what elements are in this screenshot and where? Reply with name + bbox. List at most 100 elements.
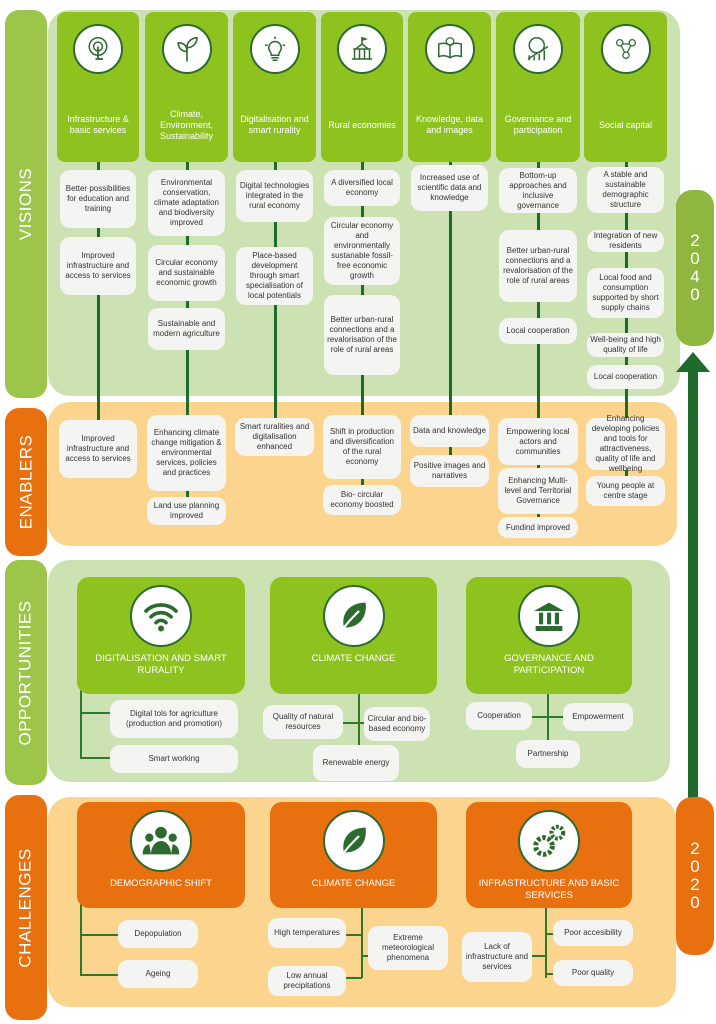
year-2040-pill: 2040	[676, 190, 714, 346]
opportunities-card[interactable]: GOVERNANCE AND PARTICIPATION	[466, 577, 632, 694]
challenges-connector	[80, 934, 118, 936]
theme-icon-circle	[337, 24, 387, 74]
people-group-icon	[142, 826, 180, 855]
theme-label: Climate, Environment, Sustainability	[159, 108, 214, 141]
enabler-item: Enhancing developing policies and tools …	[586, 414, 665, 473]
challenges-icon-circle	[322, 810, 385, 872]
town-hall-icon	[352, 36, 372, 60]
enabler-item: Bio- circular economy boosted	[323, 485, 401, 515]
challenges-card[interactable]: INFRASTRUCTURE AND BASIC SERVICES	[466, 802, 632, 908]
wifi-icon	[144, 603, 178, 632]
enabler-item: Empowering local actors and communities	[498, 418, 578, 465]
year-2040: 2040	[690, 231, 700, 304]
challenges-item: Lack of infrastructure and services	[462, 932, 532, 982]
opportunities-item: Renewable energy	[313, 745, 399, 781]
vision-item: Well-being and high quality of life	[587, 333, 664, 357]
challenges-card[interactable]: DEMOGRAPHIC SHIFT	[77, 802, 245, 908]
opportunities-connector	[80, 757, 110, 759]
opportunities-item: Empowerment	[563, 703, 633, 731]
arrow-up-icon	[676, 352, 710, 372]
challenges-item: Low annual precipitations	[268, 966, 346, 996]
year-2020: 2020	[690, 839, 700, 912]
open-book-icon	[437, 37, 462, 59]
opportunities-icon-circle	[322, 585, 385, 647]
enabler-item: Data and knowledge	[410, 415, 489, 447]
opportunities-connector	[358, 692, 360, 747]
challenges-title: INFRASTRUCTURE AND BASIC SERVICES	[478, 878, 620, 901]
section-label-enablers: ENABLERS	[5, 408, 47, 556]
opportunities-connector	[80, 690, 82, 758]
theme-header[interactable]: Climate, Environment, Sustainability	[145, 12, 228, 162]
theme-label: Governance and participation	[504, 114, 572, 135]
opportunities-connector	[343, 722, 365, 724]
vision-item: A stable and sustainable demographic str…	[587, 167, 664, 213]
enabler-item: Land use planning improved	[147, 497, 226, 525]
opportunities-item: Smart working	[110, 745, 238, 773]
challenges-connector	[80, 974, 118, 976]
vision-item: Better urban-rural connections and a rev…	[324, 295, 400, 375]
theme-header[interactable]: Knowledge, data and images	[408, 12, 491, 162]
challenges-item: Extreme meteorological phenomena	[368, 926, 448, 970]
section-label-text: ENABLERS	[16, 434, 36, 530]
challenges-icon-circle	[518, 810, 580, 872]
theme-icon-circle	[161, 24, 212, 74]
challenges-item: High temperatures	[268, 918, 346, 948]
vision-item: Local food and consumption supported by …	[587, 268, 664, 318]
challenges-connector	[361, 908, 363, 978]
theme-header[interactable]: Rural economies	[321, 12, 403, 162]
theme-label: Rural economies	[328, 119, 396, 130]
theme-label: Infrastructure & basic services	[67, 114, 129, 135]
theme-header[interactable]: Social capital	[584, 12, 667, 162]
section-label-text: VISIONS	[16, 167, 35, 241]
opportunities-card[interactable]: CLIMATE CHANGE	[270, 577, 437, 694]
globe-chart-icon	[527, 37, 549, 61]
lightbulb-icon	[264, 36, 285, 61]
theme-header[interactable]: Infrastructure & basic services	[57, 12, 139, 162]
opportunities-title: DIGITALISATION AND SMART RURALITY	[95, 653, 227, 676]
challenges-connector	[532, 955, 546, 957]
vision-item: Place-based development through smart sp…	[236, 247, 313, 305]
enabler-item: Enhancing Multi-level and Territorial Go…	[498, 468, 578, 514]
challenges-connector	[362, 955, 370, 957]
section-label-challenges: CHALLENGES	[5, 795, 47, 1020]
opportunities-icon-circle	[518, 585, 580, 647]
enabler-item: Fundind improved	[498, 517, 578, 538]
vision-item: Local cooperation	[587, 365, 664, 389]
vision-item: Better possibilities for education and t…	[60, 170, 136, 228]
enabler-item: Shift in production and diversification …	[323, 415, 401, 479]
vision-item: Sustainable and modern agriculture	[148, 308, 225, 350]
theme-icon-circle	[73, 24, 123, 74]
plant-icon	[176, 36, 198, 62]
opportunities-card[interactable]: DIGITALISATION AND SMART RURALITY	[77, 577, 245, 694]
vision-item: Local cooperation	[499, 318, 577, 344]
enabler-item: Smart ruralities and digitalisation enha…	[235, 418, 314, 456]
challenges-connector	[346, 977, 362, 979]
column-connector-line	[448, 160, 452, 470]
theme-header[interactable]: Digitalisation and smart rurality	[233, 12, 316, 162]
vision-item: Better urban-rural connections and a rev…	[499, 230, 577, 302]
leaf-icon	[339, 602, 366, 634]
opportunities-title: GOVERNANCE AND PARTICIPATION	[504, 653, 594, 676]
challenges-connector	[545, 973, 555, 975]
touch-hand-icon	[88, 37, 108, 60]
theme-header[interactable]: Governance and participation	[496, 12, 580, 162]
theme-label: Knowledge, data and images	[415, 114, 484, 135]
year-2020-pill: 2020	[676, 797, 714, 955]
opportunities-item: Quality of natural resources	[263, 705, 343, 739]
opportunities-connector	[532, 716, 563, 718]
opportunities-item: Digital tols for agriculture (production…	[110, 700, 238, 738]
challenges-icon-circle	[130, 810, 192, 872]
theme-icon-circle	[249, 24, 300, 74]
challenges-connector	[545, 933, 555, 935]
challenges-card[interactable]: CLIMATE CHANGE	[270, 802, 437, 908]
opportunities-item: Cooperation	[466, 702, 532, 730]
vision-item: Improved infrastructure and access to se…	[60, 237, 136, 295]
enabler-item: Positive images and narratives	[410, 455, 489, 487]
challenges-connector	[545, 908, 547, 978]
institution-icon	[534, 602, 564, 631]
section-label-text: CHALLENGES	[16, 847, 36, 968]
opportunities-title: CLIMATE CHANGE	[311, 653, 396, 664]
theme-icon-circle	[513, 24, 563, 74]
vision-item: A diversified local economy	[324, 170, 400, 206]
vision-item: Increased use of scientific data and kno…	[411, 165, 488, 211]
